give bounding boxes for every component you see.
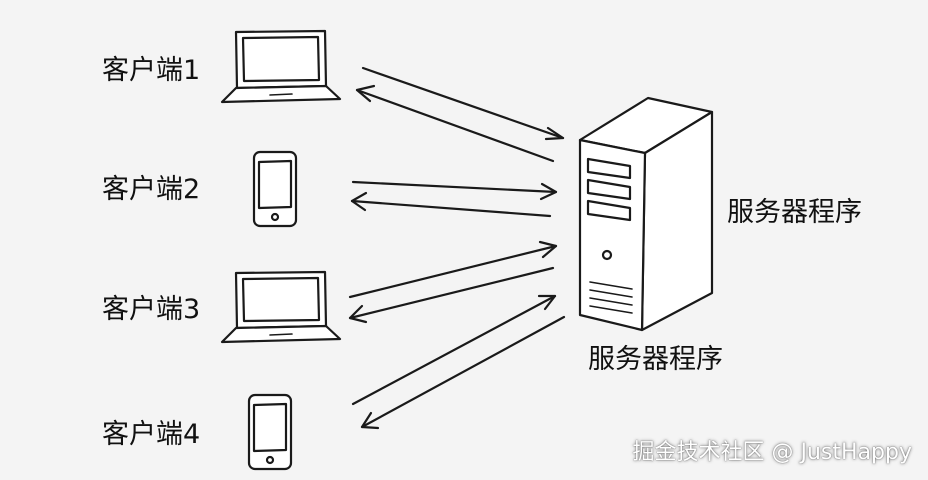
client-1-label: 客户端1 [102,55,201,86]
server-label-right: 服务器程序 [727,197,862,228]
arrow-server-to-client1 [355,84,555,163]
server-tower-icon [578,96,714,332]
arrow-server-to-client4 [360,315,566,430]
arrow-server-to-client3 [348,266,555,324]
client-4-label: 客户端4 [102,419,201,450]
arrow-client3-to-server [348,240,558,299]
laptop-icon [220,29,342,104]
client-2-label: 客户端2 [102,174,201,205]
arrow-client1-to-server [361,66,565,141]
phone-icon [247,393,293,471]
arrow-client2-to-server [351,180,558,201]
client-3-label: 客户端3 [102,294,201,325]
phone-icon [252,150,298,228]
arrow-server-to-client2 [350,191,552,218]
laptop-icon [220,270,342,344]
arrow-client4-to-server [351,294,557,406]
watermark: 掘金技术社区 @ JustHappy [632,440,912,465]
server-label-bottom: 服务器程序 [588,344,723,375]
